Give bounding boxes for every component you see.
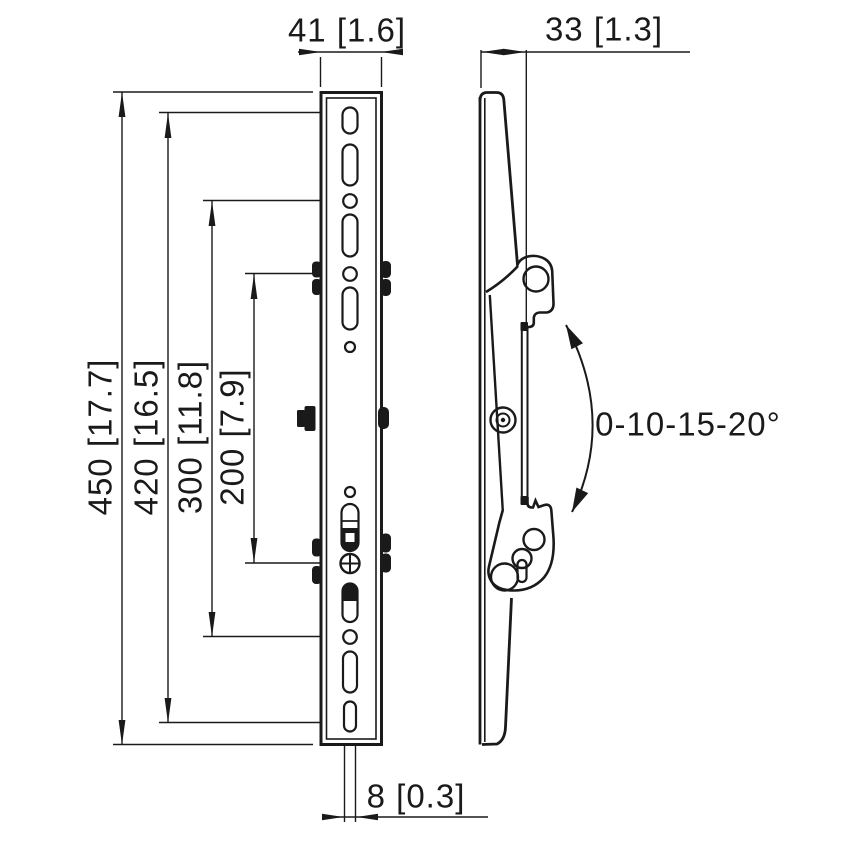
tilt-range-label: 0-10-15-20°	[595, 405, 781, 443]
dim-label-depth: 33 [1.3]	[544, 10, 664, 48]
side-view-bracket	[478, 91, 555, 746]
front-view-screw	[339, 552, 361, 575]
front-view-latch	[340, 502, 360, 553]
front-view-capped-slot	[341, 582, 359, 624]
dim-label-slot-width: 8 [0.3]	[366, 777, 466, 815]
dimension-lines	[113, 48, 690, 822]
plate-holes	[489, 527, 546, 592]
front-view-side-tabs	[297, 261, 391, 584]
tilt-arc	[565, 324, 594, 513]
dim-label-front-width: 41 [1.6]	[287, 11, 407, 49]
adjustment-screw	[489, 406, 517, 434]
dim-label-total-height: 450 [17.7]	[81, 358, 119, 516]
dim-label-span-300: 300 [11.8]	[171, 359, 209, 515]
front-view-bracket	[297, 91, 391, 746]
front-view-holes	[341, 106, 359, 733]
dim-label-span-420: 420 [16.5]	[127, 358, 165, 516]
dim-label-span-200: 200 [7.9]	[213, 368, 251, 506]
hinge-pin	[522, 265, 550, 293]
